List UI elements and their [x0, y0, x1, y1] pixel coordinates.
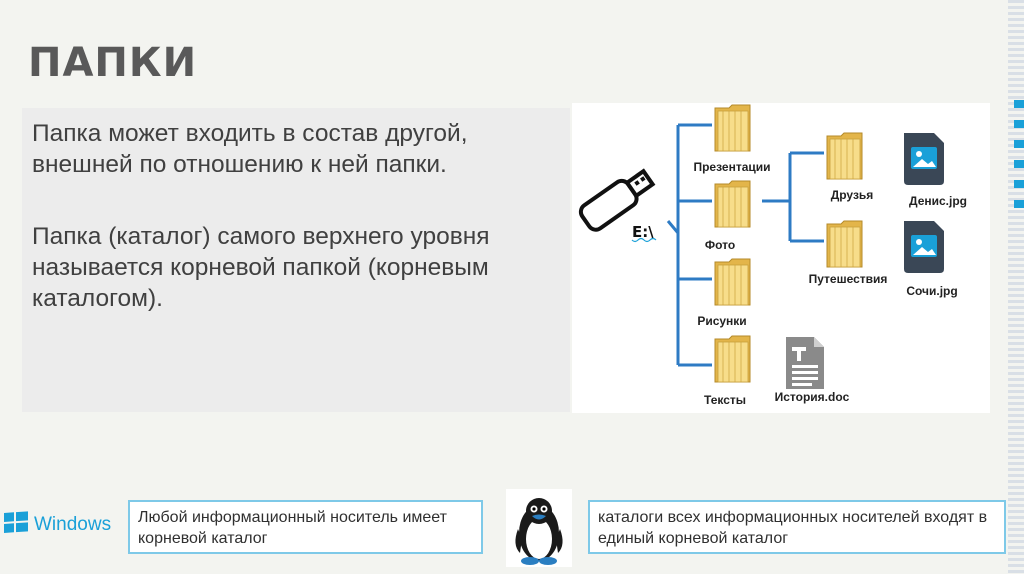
- penguin-icon: [506, 489, 572, 567]
- paragraph-folder-nesting: Папка может входить в состав другой, вне…: [32, 120, 468, 178]
- folder-label-travel: Путешествия: [809, 272, 888, 286]
- tree-lines: [666, 123, 824, 367]
- folder-icon: [714, 180, 751, 228]
- decorative-side-band: [1008, 0, 1024, 574]
- folder-icon: [714, 104, 751, 152]
- folder-tree-diagram: E:\ Презентации Фото Рисунки Тексты Друз…: [572, 103, 990, 413]
- note-text-right: каталоги всех информационных носителей в…: [598, 509, 988, 547]
- usb-drive-icon: [578, 168, 656, 232]
- file-label-history: История.doc: [775, 390, 850, 404]
- file-label-denis: Денис.jpg: [909, 194, 967, 208]
- image-file-icon: [904, 221, 944, 273]
- slide-title: ПАПКИ: [28, 40, 198, 86]
- note-text-left: Любой информационный носитель имеет корн…: [138, 509, 447, 547]
- folder-icon: [714, 335, 751, 383]
- folder-icon: [826, 220, 863, 268]
- folder-label-presentations: Презентации: [693, 160, 770, 174]
- paragraph-root-folder: Папка (каталог) самого верхнего уровня н…: [32, 223, 490, 312]
- document-file-icon: [786, 337, 824, 389]
- folder-label-photo: Фото: [705, 238, 735, 252]
- drive-label: E:\: [632, 223, 654, 241]
- folder-tree-svg: E:\ Презентации Фото Рисунки Тексты Друз…: [578, 104, 967, 407]
- file-label-sochi: Сочи.jpg: [906, 284, 957, 298]
- text-panel: Папка может входить в состав другой, вне…: [22, 108, 570, 412]
- image-file-icon: [904, 133, 944, 185]
- folder-label-friends: Друзья: [831, 188, 874, 202]
- note-root-catalog-windows: Любой информационный носитель имеет корн…: [128, 500, 483, 554]
- folder-icon: [714, 258, 751, 306]
- note-root-catalog-linux: каталоги всех информационных носителей в…: [588, 500, 1006, 554]
- folder-icon: [826, 132, 863, 180]
- folder-label-texts: Тексты: [704, 393, 746, 407]
- decorative-side-marks: [1014, 100, 1024, 220]
- folder-label-drawings: Рисунки: [697, 314, 746, 328]
- windows-logo-text: Windows: [34, 514, 111, 535]
- windows-logo-icon: Windows: [4, 508, 124, 542]
